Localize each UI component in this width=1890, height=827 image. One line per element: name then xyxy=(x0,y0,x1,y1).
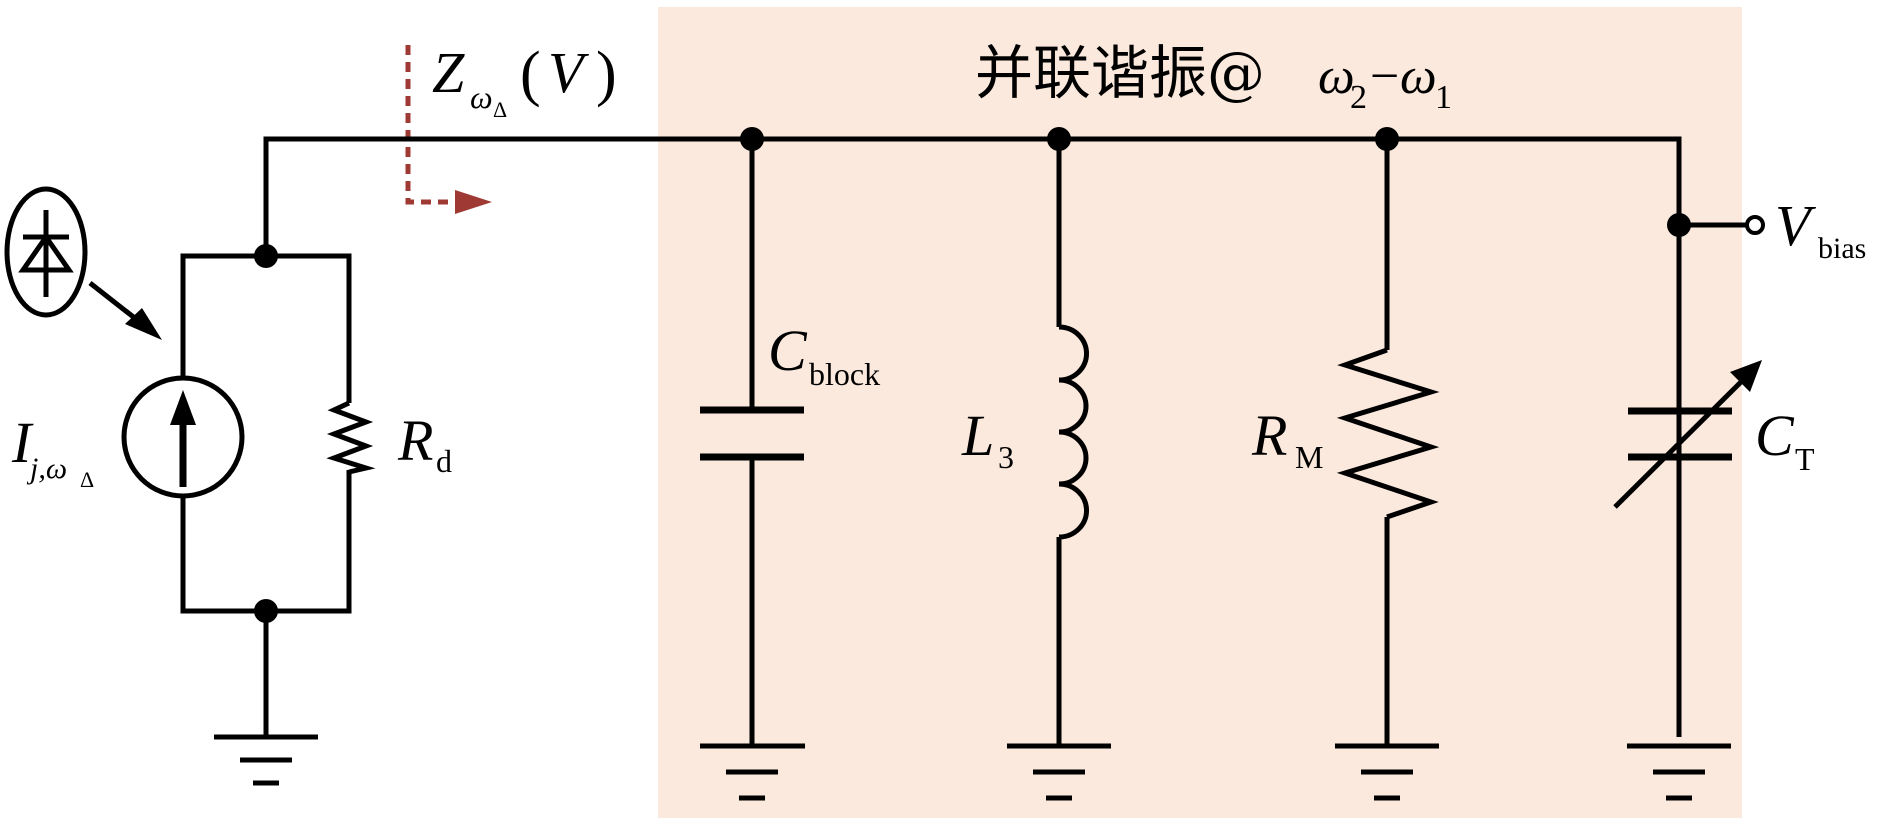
current-label-sub: j,ω xyxy=(26,452,67,485)
rm-label-main: R xyxy=(1251,403,1287,468)
impedance-paren-open: ( xyxy=(520,40,541,108)
rd-label-main: R xyxy=(397,408,433,473)
impedance-z: Z xyxy=(432,40,465,105)
main-bus-wire xyxy=(263,136,1682,737)
resonance-title: 并联谐振@ ω 2 − ω 1 xyxy=(975,39,1452,116)
tunable-arrow-icon xyxy=(1730,360,1762,392)
capacitor-cblock xyxy=(700,139,804,746)
omega-1-subscript: 1 xyxy=(1435,79,1452,116)
ct-label-main: C xyxy=(1755,403,1795,468)
current-label-main: I xyxy=(11,410,34,475)
source-loop-wire xyxy=(180,253,352,614)
current-source xyxy=(121,375,245,499)
l3-label-main: L xyxy=(961,403,994,468)
current-label-subsub: Δ xyxy=(80,467,94,492)
node-dot xyxy=(254,244,278,268)
ground-icon xyxy=(214,611,318,786)
rm-label-sub: M xyxy=(1295,439,1323,475)
ct-label-sub: T xyxy=(1795,441,1815,477)
arrow-head-icon xyxy=(455,190,492,214)
cblock-label-main: C xyxy=(768,318,808,383)
arrow-up-icon xyxy=(170,390,196,425)
rd-label: R d xyxy=(397,408,452,479)
impedance-label: Z ω Δ ( V ) xyxy=(432,40,617,122)
current-source-label: I j,ω Δ xyxy=(11,410,94,492)
omega-2-symbol: ω xyxy=(1318,48,1355,105)
cblock-label-sub: block xyxy=(809,356,880,392)
minus-sign: − xyxy=(1370,48,1399,105)
cblock-label: C block xyxy=(768,318,880,392)
terminal-icon xyxy=(1745,215,1765,235)
l3-label: L 3 xyxy=(961,403,1014,475)
vbias-label: V bias xyxy=(1775,193,1866,265)
impedance-sub-delta: Δ xyxy=(493,97,507,122)
impedance-looking-arrow xyxy=(405,45,492,214)
variable-capacitor-ct xyxy=(1613,360,1762,509)
ct-label: C T xyxy=(1755,403,1815,477)
photodiode-icon xyxy=(4,186,162,340)
vbias-label-main: V xyxy=(1775,193,1817,258)
impedance-sub-omega: ω xyxy=(470,79,493,115)
resonance-title-cjk: 并联谐振@ xyxy=(975,39,1265,107)
parallel-resonance-region xyxy=(658,7,1742,818)
ground-icon xyxy=(1007,743,1111,801)
ground-icon xyxy=(700,743,805,801)
rd-label-sub: d xyxy=(436,443,452,479)
resistor-rm xyxy=(1336,139,1440,746)
vbias-label-sub: bias xyxy=(1818,232,1866,265)
omega-1-symbol: ω xyxy=(1400,48,1437,105)
vbias-terminal xyxy=(1679,215,1765,235)
rm-label: R M xyxy=(1251,403,1323,475)
impedance-arg-v: V xyxy=(548,40,590,105)
impedance-paren-close: ) xyxy=(596,40,617,108)
l3-label-sub: 3 xyxy=(998,439,1014,475)
resistor-rd xyxy=(326,400,376,475)
omega-2-subscript: 2 xyxy=(1350,79,1367,116)
inductor-l3 xyxy=(1056,139,1090,746)
ground-icon xyxy=(1335,743,1439,801)
ground-icon xyxy=(1627,743,1731,801)
